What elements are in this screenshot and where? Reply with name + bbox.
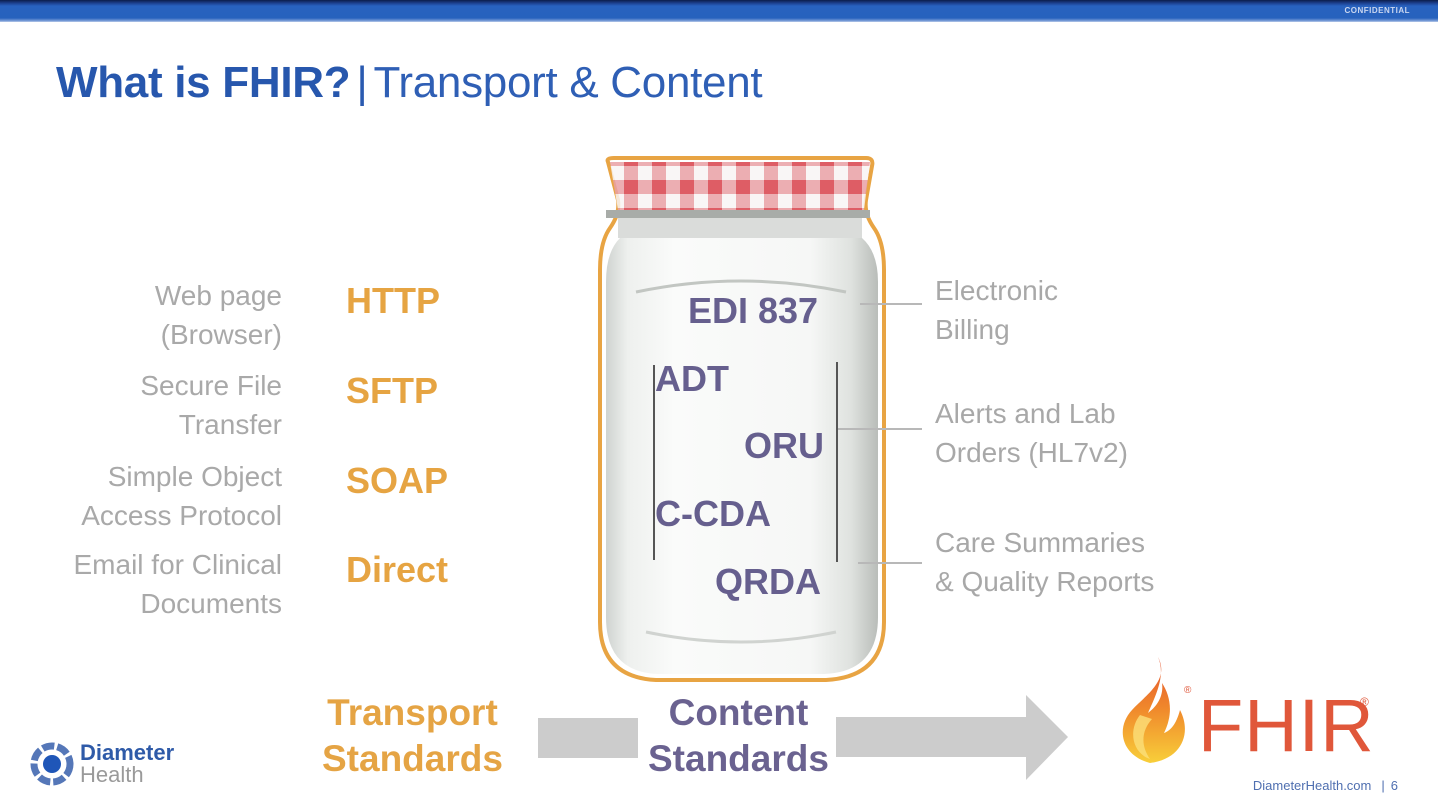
desc-line: Simple Object xyxy=(107,461,282,492)
jar-icon xyxy=(598,156,886,682)
label-line: Standards xyxy=(322,738,503,779)
title-question: What is FHIR? xyxy=(56,58,351,107)
desc-line: Billing xyxy=(935,314,1010,345)
transport-description-sftp: Secure File Transfer xyxy=(140,366,282,444)
desc-line: Access Protocol xyxy=(81,500,282,531)
protocol-sftp: SFTP xyxy=(346,370,439,411)
desc-line: Email for Clinical xyxy=(73,549,283,580)
transport-description-http: Web page (Browser) xyxy=(155,276,282,354)
flame-icon xyxy=(1122,657,1185,763)
content-description-billing: Electronic Billing xyxy=(935,271,1058,349)
diameter-health-logo: Diameter Health xyxy=(30,740,200,790)
label-line: Transport xyxy=(327,692,498,733)
website-link: DiameterHealth.com xyxy=(1252,778,1372,793)
transport-description-soap: Simple Object Access Protocol xyxy=(81,457,282,535)
desc-line: Secure File xyxy=(140,370,282,401)
transport-standards-label: Transport Standards xyxy=(322,690,503,782)
desc-line: Web page xyxy=(154,280,282,311)
label-line: Content xyxy=(668,692,809,733)
content-standard-qrda: QRDA xyxy=(715,561,821,602)
arrow-right-icon xyxy=(836,695,1068,780)
desc-line: Care Summaries xyxy=(935,527,1146,558)
title-subtitle: Transport & Content xyxy=(373,58,763,107)
flame-registered-mark: ® xyxy=(1184,685,1192,696)
company-name-line2: Health xyxy=(80,762,144,787)
content-standard-ccda: C-CDA xyxy=(655,493,771,534)
content-standard-edi837: EDI 837 xyxy=(688,290,819,331)
slide-footer: DiameterHealth.com | 6 xyxy=(1253,778,1398,793)
desc-line: Electronic xyxy=(935,275,1058,306)
connector-alerts xyxy=(838,428,922,430)
content-standards-label: Content Standards xyxy=(648,690,829,782)
page-number: 6 xyxy=(1390,778,1398,793)
content-description-alerts: Alerts and Lab Orders (HL7v2) xyxy=(935,394,1128,472)
diameter-logo-icon xyxy=(30,742,74,786)
content-description-summaries: Care Summaries & Quality Reports xyxy=(935,523,1154,601)
protocol-soap: SOAP xyxy=(346,460,449,501)
mason-jar-illustration xyxy=(596,152,886,687)
company-name-line1: Diameter xyxy=(80,740,175,765)
protocol-http: HTTP xyxy=(346,280,440,321)
title-separator: | xyxy=(356,58,368,107)
connector-summaries xyxy=(858,562,922,564)
confidential-label: CONFIDENTIAL xyxy=(1344,6,1410,15)
fhir-registered-mark: ® xyxy=(1360,695,1369,709)
fhir-wordmark: FHIR xyxy=(1198,684,1375,767)
bracket-right-line xyxy=(836,362,838,562)
desc-line: Orders (HL7v2) xyxy=(935,437,1128,468)
bracket-left-line xyxy=(653,365,655,560)
desc-line: Transfer xyxy=(178,409,282,440)
protocol-direct: Direct xyxy=(346,549,449,590)
desc-line: Alerts and Lab xyxy=(935,398,1116,429)
content-standard-adt: ADT xyxy=(655,358,729,399)
arrow-segment-1 xyxy=(538,718,638,758)
desc-line: Documents xyxy=(140,588,282,619)
desc-line: (Browser) xyxy=(160,319,282,350)
slide-title: What is FHIR?|Transport & Content xyxy=(56,58,763,108)
label-line: Standards xyxy=(648,738,829,779)
transport-description-direct: Email for Clinical Documents xyxy=(74,545,283,623)
desc-line: & Quality Reports xyxy=(935,566,1155,597)
fhir-logo: ® FHIR ® xyxy=(1110,655,1374,770)
top-banner: CONFIDENTIAL xyxy=(0,0,1438,22)
footer-separator: | xyxy=(1381,778,1385,793)
connector-billing xyxy=(860,303,922,305)
content-standard-oru: ORU xyxy=(744,425,824,466)
